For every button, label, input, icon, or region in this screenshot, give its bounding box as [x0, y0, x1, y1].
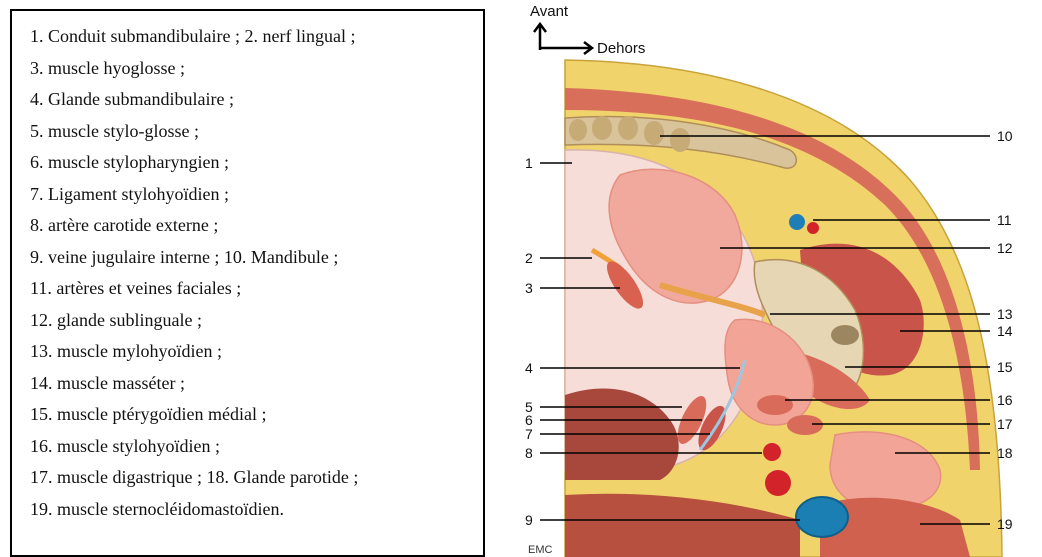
- legend-line: 15. muscle ptérygoïdien médial ;: [30, 399, 358, 431]
- internal-carotid-artery: [765, 470, 791, 496]
- external-carotid-artery: [763, 443, 781, 461]
- figure-label: 11: [997, 212, 1012, 228]
- figure-label: 15: [997, 359, 1013, 375]
- legend-line: 8. artère carotide externe ;: [30, 210, 358, 242]
- figure-label: 17: [997, 416, 1013, 432]
- stylohyoid-muscle: [757, 395, 793, 415]
- legend-line: 6. muscle stylopharyngien ;: [30, 147, 358, 179]
- figure-label: 1: [525, 155, 533, 171]
- orientation-indicator: Avant Dehors: [530, 3, 645, 57]
- figure-label: 14: [997, 323, 1013, 339]
- figure-label: 3: [525, 280, 533, 296]
- figure-label: 4: [525, 360, 533, 376]
- figure-label: 7: [525, 426, 533, 442]
- legend-line: 17. muscle digastrique ; 18. Glande paro…: [30, 462, 358, 494]
- mandibular-canal: [831, 325, 859, 345]
- legend-box: 1. Conduit submandibulaire ; 2. nerf lin…: [10, 9, 485, 557]
- figure-label: 19: [997, 516, 1013, 532]
- anterior-label: Avant: [530, 3, 569, 20]
- publisher-credit: EMC: [528, 544, 553, 556]
- figure-label: 16: [997, 392, 1013, 408]
- anatomy-figure: Avant Dehors: [500, 0, 1042, 557]
- digastric-muscle: [787, 415, 823, 435]
- legend-line: 3. muscle hyoglosse ;: [30, 53, 358, 85]
- internal-jugular-vein: [796, 497, 848, 537]
- figure-label: 9: [525, 512, 533, 528]
- legend-line: 1. Conduit submandibulaire ; 2. nerf lin…: [30, 21, 358, 53]
- figure-label: 13: [997, 306, 1013, 322]
- legend-line: 7. Ligament stylohyoïdien ;: [30, 179, 358, 211]
- cross-section-illustration: [565, 60, 1002, 557]
- figure-label: 12: [997, 240, 1013, 256]
- arrow-up-icon: [534, 24, 546, 50]
- legend-line: 14. muscle masséter ;: [30, 368, 358, 400]
- arrow-right-icon: [540, 42, 592, 54]
- figure-label: 10: [997, 128, 1013, 144]
- legend-line: 12. glande sublinguale ;: [30, 305, 358, 337]
- lateral-label: Dehors: [597, 40, 645, 57]
- legend-line: 9. veine jugulaire interne ; 10. Mandibu…: [30, 242, 358, 274]
- facial-artery: [807, 222, 819, 234]
- facial-vein: [789, 214, 805, 230]
- legend-line: 19. muscle sternocléidomastoïdien.: [30, 494, 358, 526]
- legend-line: 13. muscle mylohyoïdien ;: [30, 336, 358, 368]
- figure-label: 18: [997, 445, 1013, 461]
- legend-line: 5. muscle stylo-glosse ;: [30, 116, 358, 148]
- legend-line: 11. artères et veines faciales ;: [30, 273, 358, 305]
- legend-line: 16. muscle stylohyoïdien ;: [30, 431, 358, 463]
- legend-line: 4. Glande submandibulaire ;: [30, 84, 358, 116]
- figure-label: 2: [525, 250, 533, 266]
- figure-label: 8: [525, 445, 533, 461]
- legend-list: 1. Conduit submandibulaire ; 2. nerf lin…: [30, 21, 358, 525]
